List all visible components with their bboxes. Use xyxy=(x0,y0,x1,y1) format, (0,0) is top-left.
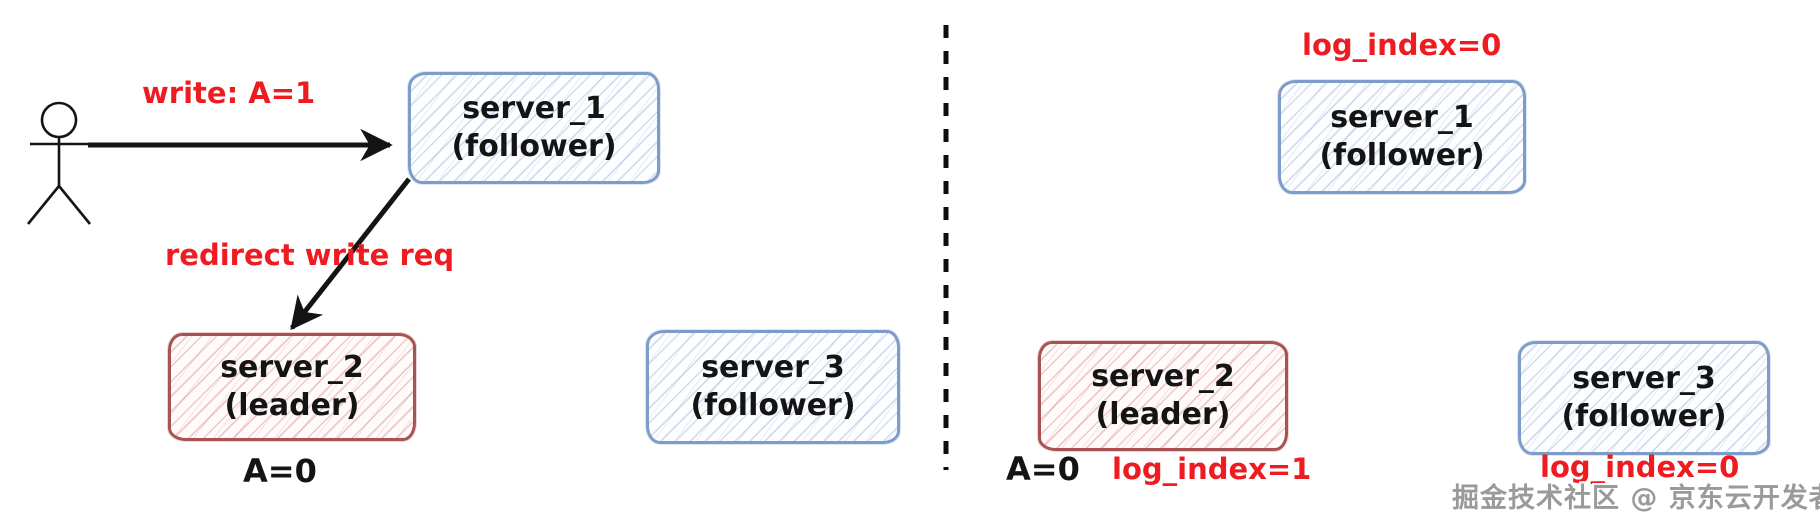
server-role: (leader) xyxy=(224,388,360,423)
left-server2-value-label: A=0 xyxy=(243,452,317,490)
right-server2-value-label: A=0 xyxy=(1006,450,1080,488)
right-server1-log-label: log_index=0 xyxy=(1302,28,1502,62)
server-box-left-server1: server_1 (follower) xyxy=(408,72,660,184)
server-name: server_1 xyxy=(462,91,606,126)
server-role: (follower) xyxy=(1319,138,1485,173)
server-name: server_2 xyxy=(1091,359,1235,394)
server-name: server_2 xyxy=(220,350,364,385)
right-server2-log-label: log_index=1 xyxy=(1112,452,1312,486)
redirect-label: redirect write req xyxy=(165,238,455,272)
server-box-right-server1: server_1 (follower) xyxy=(1278,80,1526,194)
server-box-right-server2: server_2 (leader) xyxy=(1038,341,1288,451)
server-name: server_3 xyxy=(1572,361,1716,396)
site-watermark: 掘金技术社区 @ 京东云开发者 xyxy=(1452,483,1820,514)
server-box-left-server2: server_2 (leader) xyxy=(168,333,416,441)
server-role: (follower) xyxy=(1561,399,1727,434)
server-box-left-server3: server_3 (follower) xyxy=(646,330,900,444)
server-name: server_1 xyxy=(1330,100,1474,135)
server-box-right-server3: server_3 (follower) xyxy=(1518,341,1770,455)
right-server3-log-label: log_index=0 xyxy=(1540,450,1740,484)
server-role: (follower) xyxy=(690,388,856,423)
client-actor-icon xyxy=(26,101,92,225)
redirect-arrow xyxy=(290,177,411,331)
server-role: (follower) xyxy=(451,129,617,164)
server-role: (leader) xyxy=(1095,397,1231,432)
write-label: write: A=1 xyxy=(142,76,316,110)
server-name: server_3 xyxy=(701,350,845,385)
